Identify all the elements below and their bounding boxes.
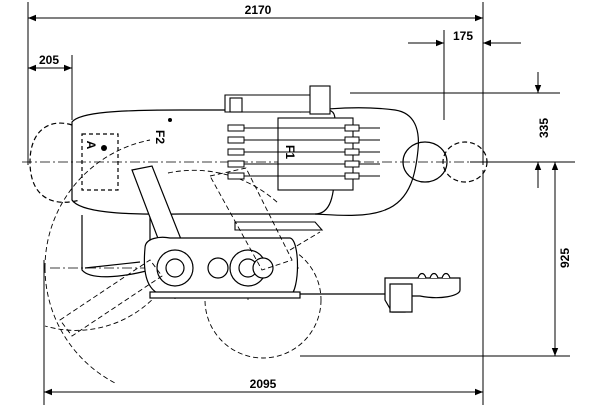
dimension-overall-bottom: 2095 — [250, 377, 277, 391]
dimension-left-offset: 205 — [39, 53, 59, 67]
dimension-right-lower: 925 — [558, 248, 572, 268]
instrument-tray — [224, 85, 380, 231]
dimension-lines — [27, 2, 575, 405]
dimension-overall-top: 2170 — [245, 3, 272, 17]
dot-marker-icon — [168, 118, 172, 122]
arm-alt-positions — [59, 167, 321, 337]
label-position-f1: F1 — [283, 145, 297, 159]
foot-control — [384, 272, 461, 313]
dimension-right-offset: 175 — [453, 29, 473, 43]
label-position-a: A — [84, 141, 98, 150]
label-position-f2: F2 — [153, 130, 167, 144]
center-marker-icon — [101, 145, 107, 151]
support-arm — [131, 165, 395, 299]
dimension-right-upper: 335 — [537, 118, 551, 138]
